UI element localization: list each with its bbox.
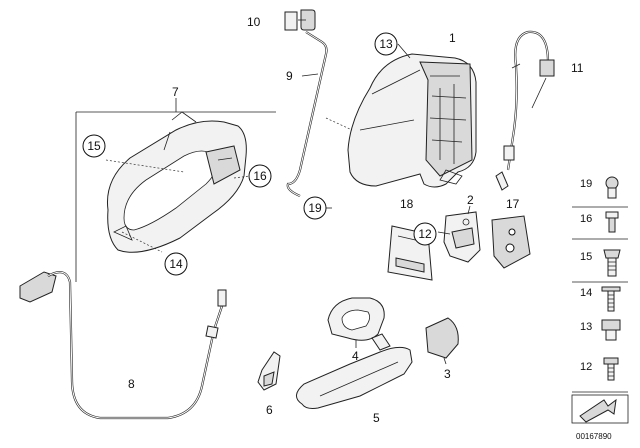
callout-14: 14 <box>164 252 188 276</box>
part-6-gasket <box>257 351 281 391</box>
svg-text:16: 16 <box>253 169 267 183</box>
document-number: 00167890 <box>576 432 612 441</box>
callout-1: 1 <box>449 31 456 45</box>
callout-4: 4 <box>352 349 359 363</box>
svg-text:13: 13 <box>379 37 393 51</box>
sidebar-label-16: 16 <box>580 213 592 225</box>
callout-2: 2 <box>467 193 474 207</box>
screw-12-icon <box>603 357 619 381</box>
part-9-rod <box>286 31 328 198</box>
part-7-handle-carrier <box>106 111 247 253</box>
callout-13: 13 <box>374 32 398 56</box>
callout-5: 5 <box>373 411 380 425</box>
svg-text:12: 12 <box>418 227 432 241</box>
sidebar-label-13: 13 <box>580 321 592 333</box>
svg-text:15: 15 <box>87 139 101 153</box>
part-7-group-bracket <box>75 98 276 282</box>
part-10-cap <box>284 9 316 31</box>
bolt-13-icon <box>601 319 621 341</box>
part-17-plate <box>491 215 531 269</box>
callout-19: 19 <box>303 196 327 220</box>
callout-11: 11 <box>571 61 584 75</box>
callout-17: 17 <box>506 197 520 211</box>
svg-text:19: 19 <box>308 201 322 215</box>
screw-14-icon <box>601 286 621 312</box>
callout-15: 15 <box>82 134 106 158</box>
callout-9: 9 <box>286 69 293 83</box>
callout-6: 6 <box>266 403 273 417</box>
callout-16: 16 <box>248 164 272 188</box>
screw-15-icon <box>603 249 621 277</box>
part-1-door-lock <box>347 53 477 188</box>
part-8-cable <box>19 271 227 420</box>
part-4-seal <box>327 297 385 341</box>
sidebar-label-19: 19 <box>580 178 592 190</box>
clip-19-icon <box>605 176 619 199</box>
sidebar-label-15: 15 <box>580 251 592 263</box>
part-5-outer-handle <box>296 333 413 409</box>
part-3-cap <box>425 317 459 359</box>
callout-18: 18 <box>400 197 414 211</box>
callout-12: 12 <box>413 222 437 246</box>
sidebar-hardware <box>571 176 629 424</box>
callout-8: 8 <box>128 377 135 391</box>
part-2-striker <box>443 211 481 263</box>
orientation-arrow-icon <box>571 394 629 424</box>
callout-7: 7 <box>172 85 179 99</box>
sidebar-label-12: 12 <box>580 361 592 373</box>
sidebar-label-14: 14 <box>580 287 592 299</box>
part-11-bowden-cable <box>495 30 555 191</box>
callout-3: 3 <box>444 367 451 381</box>
plug-16-icon <box>605 211 619 233</box>
callout-10: 10 <box>247 15 261 29</box>
svg-text:14: 14 <box>169 257 183 271</box>
